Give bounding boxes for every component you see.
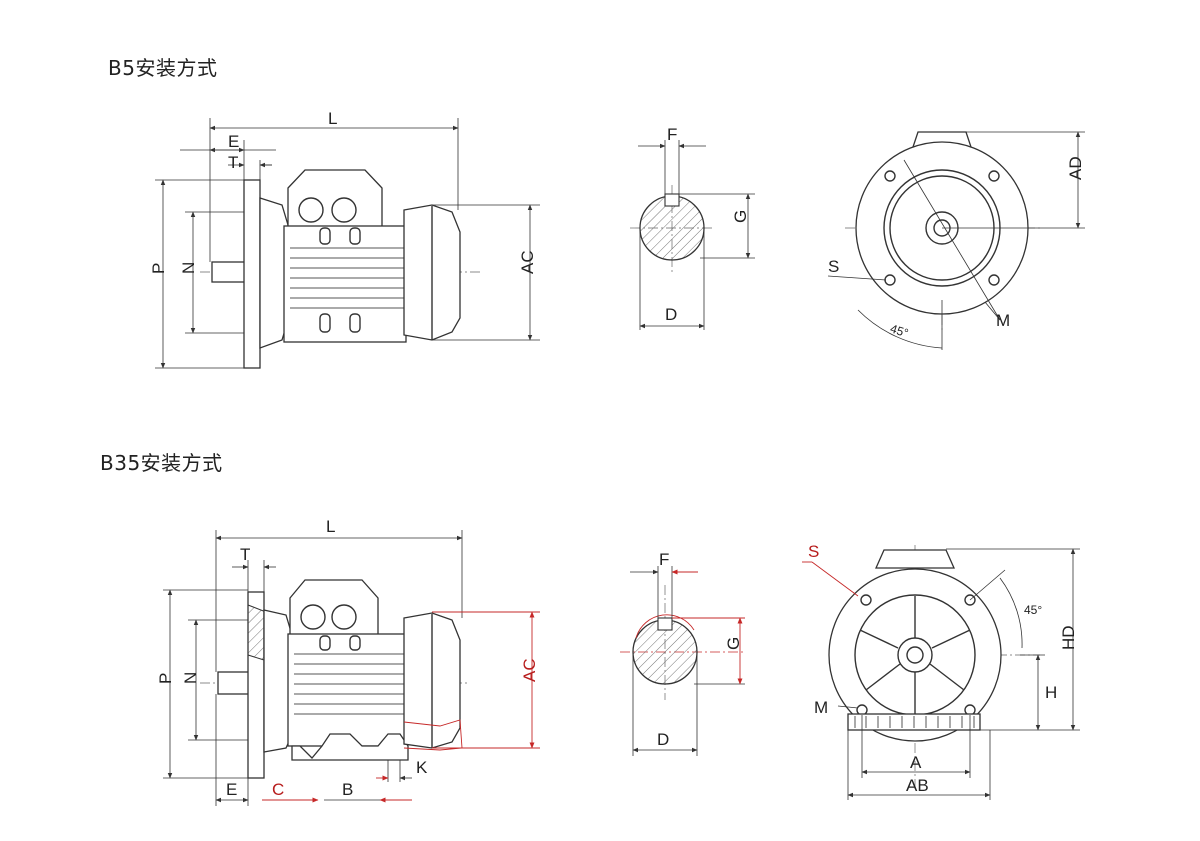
b5-side-view: L E T P N AC	[149, 109, 540, 369]
b35-dim-F: F	[659, 550, 669, 569]
b5-dim-F: F	[667, 125, 677, 144]
b5-end-view: AD S M 45°	[827, 131, 1085, 350]
b35-dim-D: D	[657, 730, 669, 749]
b35-dim-E: E	[226, 780, 237, 799]
b5-dim-S: S	[828, 257, 839, 276]
b5-dim-AC: AC	[518, 250, 537, 274]
b35-dim-T: T	[240, 545, 250, 564]
section-title-b5: B5安装方式	[108, 56, 218, 80]
b35-dim-HD: HD	[1059, 625, 1078, 650]
b35-shaft-section: F G D	[620, 550, 745, 756]
b5-angle-label: 45°	[888, 321, 910, 340]
b5-dim-E: E	[228, 132, 239, 151]
b35-dim-N: N	[181, 672, 200, 684]
b5-dim-G: G	[731, 210, 750, 223]
b35-dim-H: H	[1045, 683, 1057, 702]
b35-feet	[291, 733, 409, 761]
b35-dim-A: A	[910, 753, 922, 772]
b5-dim-M: M	[996, 311, 1010, 330]
b35-dim-M: M	[814, 698, 828, 717]
b35-dim-P: P	[156, 673, 175, 684]
b5-dim-D: D	[665, 305, 677, 324]
b35-dim-S: S	[808, 542, 819, 561]
b35-angle-label: 45°	[1024, 603, 1042, 617]
b35-dim-C: C	[272, 780, 284, 799]
b35-dim-K: K	[416, 758, 428, 777]
b5-flange	[243, 179, 261, 369]
b35-end-terminal-box	[874, 549, 956, 569]
b5-dim-P: P	[149, 263, 168, 274]
b35-dim-AB: AB	[906, 776, 929, 795]
b35-end-view: S 45° HD H M A AB	[802, 542, 1080, 800]
b35-end-frame	[828, 568, 1002, 742]
b5-dim-N: N	[179, 262, 198, 274]
b35-side-view: L T P N AC E C B K	[156, 517, 540, 806]
b5-dim-AD: AD	[1066, 156, 1085, 180]
b35-dim-L: L	[326, 517, 335, 536]
b35-dim-G: G	[724, 637, 743, 650]
b5-shaft	[211, 261, 249, 283]
section-title-b35: B35安装方式	[100, 451, 223, 475]
b35-dim-AC: AC	[520, 658, 539, 682]
b35-dim-B: B	[342, 780, 353, 799]
b5-shaft-section: F G D	[630, 125, 755, 330]
b5-dim-T: T	[228, 153, 238, 172]
b5-dim-L: L	[328, 109, 337, 128]
